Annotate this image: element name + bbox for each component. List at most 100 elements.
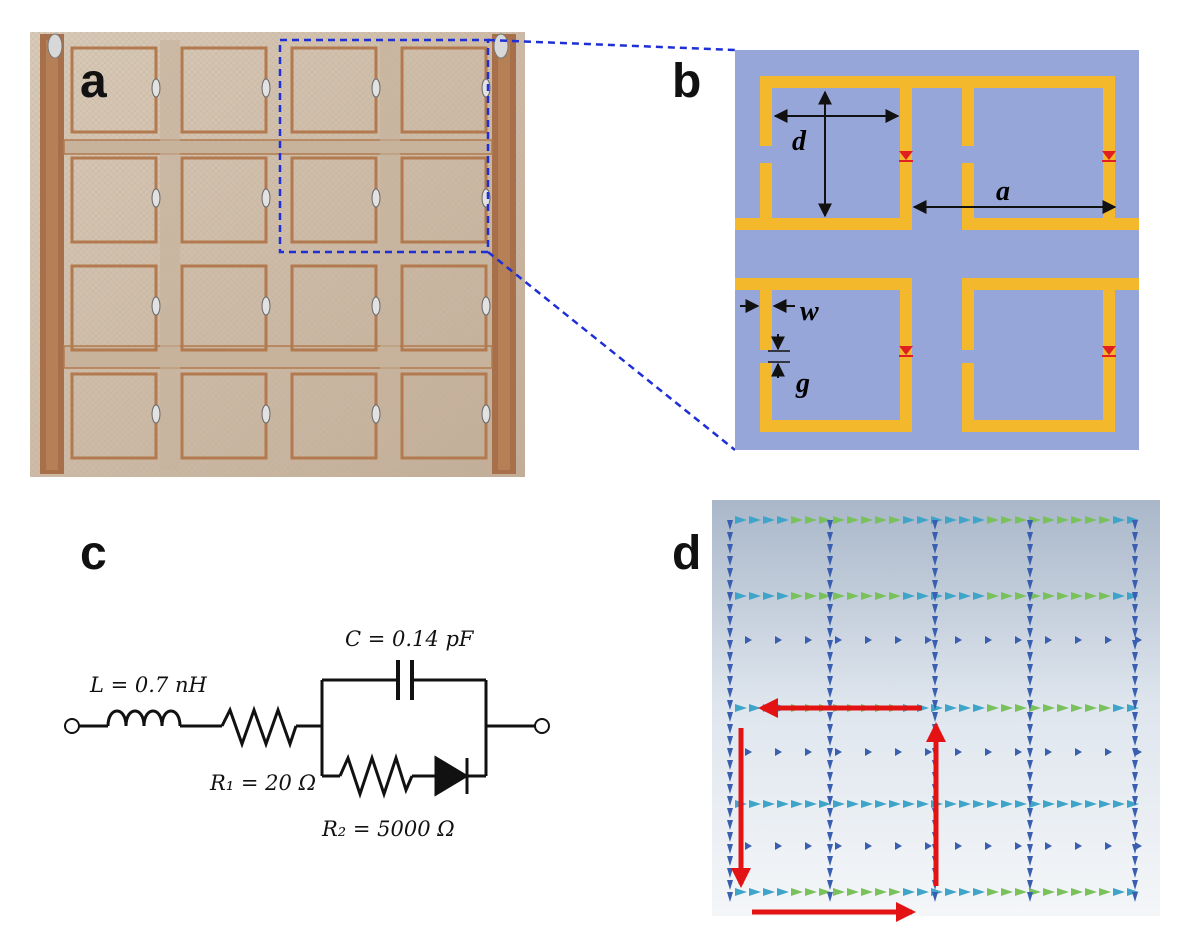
current-arrow (827, 832, 833, 842)
current-arrow (805, 800, 817, 808)
current-arrow (1127, 592, 1139, 600)
current-arrow (805, 888, 817, 896)
current-arrow (727, 604, 733, 614)
current-arrow (1132, 568, 1138, 578)
current-arrow (1085, 704, 1097, 712)
current-arrow (727, 796, 733, 806)
current-arrow (1045, 842, 1052, 850)
current-arrow (775, 748, 782, 756)
current-arrow (1099, 800, 1111, 808)
current-arrow (1045, 748, 1052, 756)
current-arrow (1113, 704, 1125, 712)
photo-varactor (371, 404, 381, 424)
current-arrow (727, 640, 733, 650)
current-arrow (932, 532, 938, 542)
current-arrow (865, 842, 872, 850)
current-arrow (1132, 892, 1138, 902)
current-arrow (1027, 628, 1033, 638)
current-arrow (727, 664, 733, 674)
current-arrow (749, 888, 761, 896)
current-arrow (727, 712, 733, 722)
panel-b-schematic: d a w g (735, 50, 1139, 450)
current-arrow (959, 800, 971, 808)
current-arrow (1113, 800, 1125, 808)
current-arrow (819, 516, 831, 524)
current-arrow (727, 820, 733, 830)
current-arrow (932, 664, 938, 674)
current-arrow (805, 842, 812, 850)
current-arrow (932, 592, 938, 602)
current-arrow (763, 592, 775, 600)
current-arrow (1045, 636, 1052, 644)
current-arrow (945, 704, 957, 712)
current-arrow (727, 892, 733, 902)
current-arrow (735, 888, 747, 896)
current-arrow (945, 800, 957, 808)
current-arrow (987, 516, 999, 524)
current-arrow (827, 868, 833, 878)
current-arrow (1043, 888, 1055, 896)
current-arrow (1132, 616, 1138, 626)
current-arrow (1015, 516, 1027, 524)
current-arrow (1043, 592, 1055, 600)
current-arrow (1113, 888, 1125, 896)
current-arrow (1015, 636, 1022, 644)
current-arrow (791, 592, 803, 600)
current-arrow (827, 880, 833, 890)
current-arrow (932, 640, 938, 650)
current-arrow (917, 592, 929, 600)
current-arrow (1057, 888, 1069, 896)
current-arrow (1029, 704, 1041, 712)
current-arrow (1127, 800, 1139, 808)
panel-c-circuit (64, 660, 550, 799)
current-arrow (861, 800, 873, 808)
current-arrow (777, 592, 789, 600)
current-arrow (805, 516, 817, 524)
label-inductor: L = 0.7 nH (89, 673, 207, 697)
current-arrow (973, 704, 985, 712)
current-arrow (1015, 704, 1027, 712)
current-arrow (805, 592, 817, 600)
current-arrow (932, 616, 938, 626)
photo-varactor (261, 296, 271, 316)
current-arrow (833, 888, 845, 896)
current-arrow (1027, 652, 1033, 662)
photo-varactor (371, 78, 381, 98)
current-arrow (875, 888, 887, 896)
current-arrow (945, 888, 957, 896)
current-arrow (985, 748, 992, 756)
current-arrow (987, 592, 999, 600)
current-arrow (1027, 592, 1033, 602)
current-arrow (985, 842, 992, 850)
panel-d-simulation (712, 500, 1160, 922)
current-arrow (1132, 784, 1138, 794)
current-arrow (932, 652, 938, 662)
photo-varactor (261, 188, 271, 208)
current-arrow (1132, 808, 1138, 818)
current-arrow (763, 516, 775, 524)
current-arrow (959, 516, 971, 524)
current-arrow (749, 800, 761, 808)
current-arrow (1135, 748, 1142, 756)
current-arrow (745, 842, 752, 850)
current-arrow (1132, 664, 1138, 674)
current-arrow (1075, 842, 1082, 850)
current-arrow (1027, 772, 1033, 782)
current-arrow (1027, 892, 1033, 902)
current-arrow (1027, 724, 1033, 734)
current-arrow (827, 568, 833, 578)
current-arrow (749, 704, 761, 712)
current-arrow (827, 652, 833, 662)
current-arrow (827, 856, 833, 866)
current-arrow (1015, 888, 1027, 896)
current-arrow (1132, 772, 1138, 782)
photo-square-rings (70, 46, 491, 460)
current-arrow (727, 616, 733, 626)
current-arrow (847, 800, 859, 808)
current-arrow (1071, 704, 1083, 712)
current-arrow (805, 636, 812, 644)
current-arrow (903, 592, 915, 600)
current-arrow (875, 800, 887, 808)
current-arrow (1071, 888, 1083, 896)
current-arrow (847, 516, 859, 524)
